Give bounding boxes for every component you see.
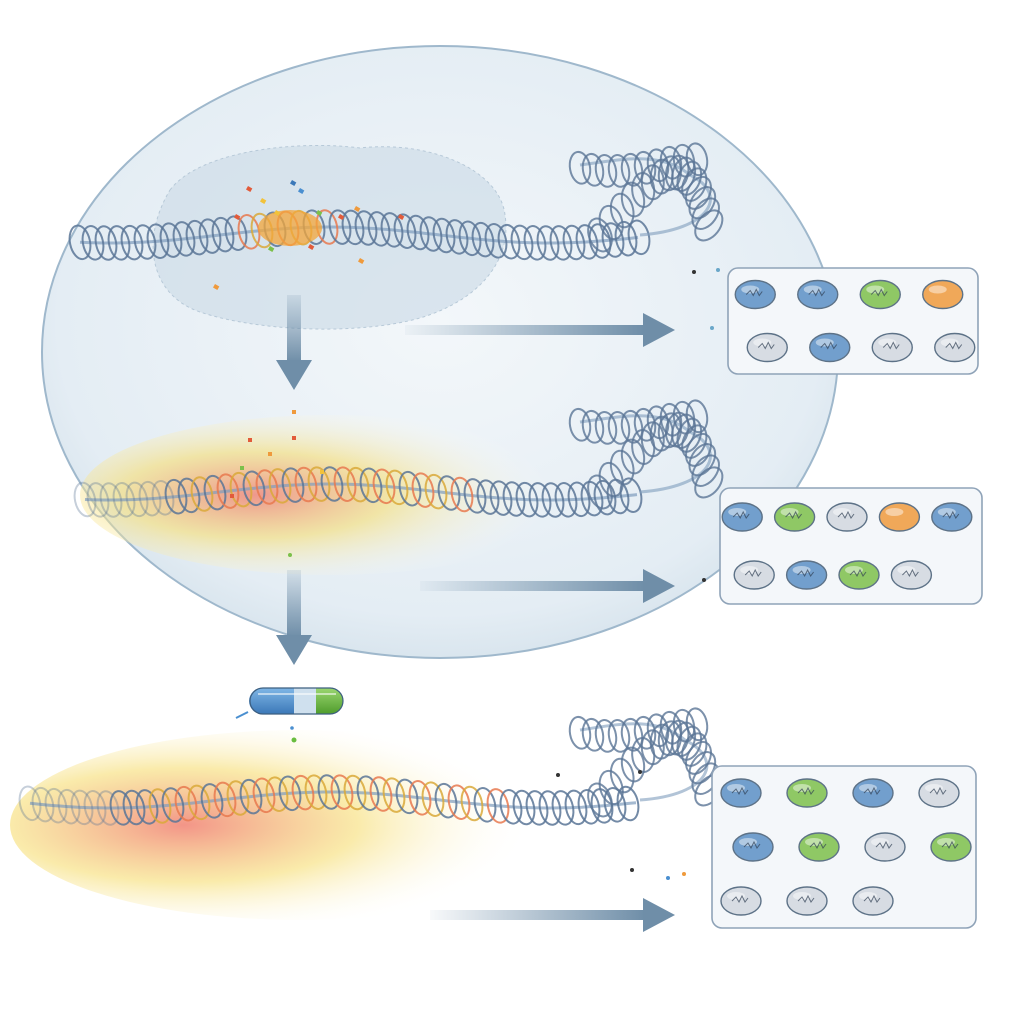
protein-gray [871, 332, 913, 363]
dna-strand-2 [73, 399, 724, 518]
speck [288, 553, 292, 557]
speck [692, 270, 696, 274]
dna-strand-1 [68, 142, 724, 261]
arrow-to-panel-2 [420, 569, 675, 603]
arrow-down-2 [276, 570, 312, 665]
protein-gray [852, 886, 894, 916]
protein-green [838, 560, 880, 590]
protein-orange [922, 279, 964, 310]
drug-capsule [235, 687, 344, 743]
protein-blue [852, 778, 894, 808]
protein-gray [890, 560, 933, 590]
arrow-to-panel-3 [430, 898, 675, 932]
damage-fragments-stage-2 [230, 410, 324, 498]
arrow-to-panel-1 [405, 313, 675, 347]
speck [702, 578, 706, 582]
protein-gray [934, 332, 976, 363]
protein-blue [931, 502, 973, 532]
protein-green [859, 279, 901, 310]
damage-fragments [212, 179, 405, 290]
protein-green [930, 832, 972, 862]
protein-gray [746, 332, 788, 363]
protein-panel-3 [711, 765, 977, 929]
protein-blue [732, 832, 774, 862]
protein-gray [786, 886, 828, 916]
protein-gray [826, 502, 868, 532]
protein-green [773, 502, 816, 532]
protein-gray [918, 778, 960, 808]
protein-blue [720, 778, 762, 808]
speck [716, 268, 720, 272]
speck [638, 770, 642, 774]
protein-blue [797, 279, 839, 310]
protein-blue [721, 502, 763, 532]
speck [710, 326, 714, 330]
protein-panel-2 [719, 487, 983, 605]
protein-green [798, 832, 840, 862]
arrow-down-1 [276, 295, 312, 390]
speck [556, 773, 560, 777]
protein-gray [864, 832, 906, 862]
speck [630, 868, 634, 872]
protein-blue [785, 560, 828, 590]
protein-orange [878, 502, 921, 532]
protein-blue [809, 332, 851, 363]
damage-zone-stage-2 [80, 415, 580, 575]
dna-strand-3 [18, 707, 724, 826]
protein-panel-1 [727, 267, 979, 375]
speck [682, 872, 686, 876]
protein-gray [733, 560, 775, 590]
protein-blue [734, 279, 776, 310]
speck [666, 876, 670, 880]
protein-green [786, 778, 828, 808]
nucleus-region [152, 144, 507, 330]
damage-zone-stage-3 [10, 730, 590, 920]
protein-gray [720, 886, 762, 916]
